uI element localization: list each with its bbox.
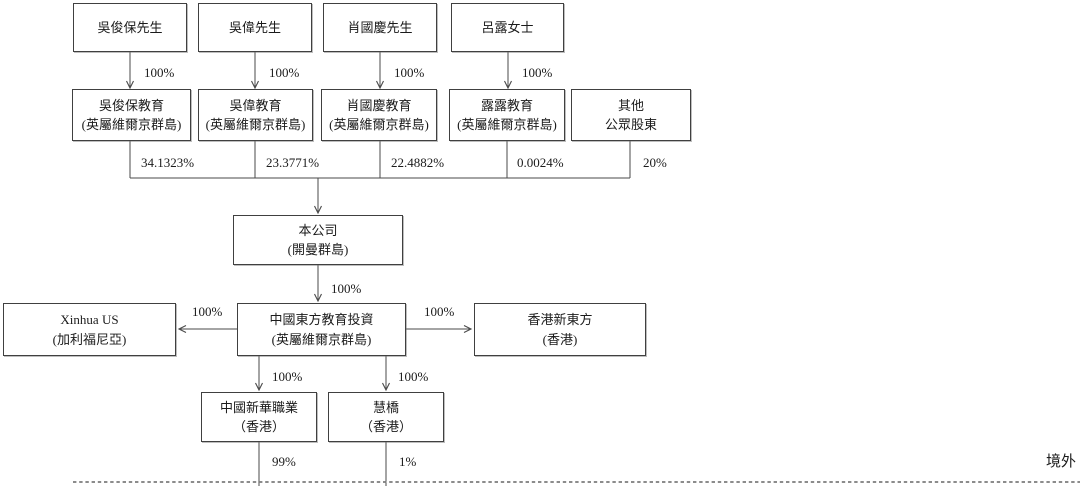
ownership-pct-label: 22.4882% bbox=[391, 155, 445, 170]
shareholder-wu-junbao-box: 吳俊保先生 bbox=[73, 3, 187, 52]
china-east-edu-investment-box: 中國東方教育投資 (英屬維爾京群島) bbox=[237, 303, 406, 356]
stake-label: 100% bbox=[192, 304, 223, 319]
stake-label: 100% bbox=[269, 65, 300, 80]
ownership-pct-label: 20% bbox=[643, 155, 667, 170]
subsidiary-jurisdiction: （香港） bbox=[232, 419, 285, 434]
stake-label: 100% bbox=[398, 369, 429, 384]
company-jurisdiction: (開曼群島) bbox=[287, 242, 349, 257]
public-shareholders-box: 其他 公眾股東 bbox=[571, 89, 691, 141]
subsidiary-jurisdiction: （香港） bbox=[359, 419, 412, 434]
xinhua-us-box: Xinhua US (加利福尼亞) bbox=[3, 303, 176, 356]
china-xinhua-vocational-box: 中國新華職業 （香港） bbox=[201, 392, 317, 442]
ownership-pct-label: 23.3771% bbox=[266, 155, 320, 170]
holdco-wu-junbao-edu-box: 吳俊保教育 (英屬維爾京群島) bbox=[72, 89, 191, 141]
subsidiary-name: 慧橋 bbox=[372, 399, 399, 415]
stake-label: 100% bbox=[424, 304, 455, 319]
stake-label: 100% bbox=[331, 281, 362, 296]
holdco-lulu-edu-box: 露露教育 (英屬維爾京群島) bbox=[449, 89, 565, 141]
hk-new-oriental-jurisdiction: (香港) bbox=[542, 331, 578, 347]
holdco-jurisdiction: (英屬維爾京群島) bbox=[329, 117, 429, 132]
ownership-pct-label: 0.0024% bbox=[517, 155, 564, 170]
hk-new-oriental-name: 香港新東方 bbox=[527, 312, 593, 327]
holdco-xiao-guoqing-edu-box: 肖國慶教育 (英屬維爾京群島) bbox=[321, 89, 437, 141]
stake-label: 100% bbox=[144, 65, 175, 80]
stake-label: 100% bbox=[272, 369, 303, 384]
xinhua-us-name: Xinhua US bbox=[60, 312, 119, 327]
holdco-name: 肖國慶教育 bbox=[346, 97, 412, 113]
investment-name: 中國東方教育投資 bbox=[269, 312, 374, 327]
shareholder-lv-lu-box: 呂露女士 bbox=[451, 3, 564, 52]
subsidiary-name: 中國新華職業 bbox=[219, 399, 298, 415]
company-box: 本公司 (開曼群島) bbox=[233, 215, 403, 265]
holdco-name: 露露教育 bbox=[480, 97, 533, 113]
shareholder-name: 呂露女士 bbox=[481, 19, 534, 35]
shareholder-xiao-guoqing-box: 肖國慶先生 bbox=[323, 3, 437, 52]
huiqiao-box: 慧橋 （香港） bbox=[328, 392, 444, 442]
xinhua-us-jurisdiction: (加利福尼亞) bbox=[52, 331, 127, 347]
stake-label: 1% bbox=[399, 454, 417, 469]
offshore-region-label: 境外 bbox=[1046, 454, 1077, 470]
stake-label: 100% bbox=[394, 65, 425, 80]
shareholder-name: 吳俊保先生 bbox=[97, 19, 163, 35]
public-shareholders-line2: 公眾股東 bbox=[604, 117, 657, 132]
company-name: 本公司 bbox=[298, 222, 338, 238]
holdco-name: 吳俊保教育 bbox=[98, 97, 164, 113]
stake-label: 100% bbox=[522, 65, 553, 80]
public-shareholders-line1: 其他 bbox=[617, 97, 644, 113]
stake-label: 99% bbox=[272, 454, 296, 469]
ownership-pct-label: 34.1323% bbox=[141, 155, 195, 170]
hk-new-oriental-box: 香港新東方 (香港) bbox=[474, 303, 646, 356]
shareholder-name: 吳偉先生 bbox=[228, 19, 281, 35]
holdco-jurisdiction: (英屬維爾京群島) bbox=[205, 117, 306, 132]
shareholder-wu-wei-box: 吳偉先生 bbox=[198, 3, 312, 52]
holdco-wu-wei-edu-box: 吳偉教育 (英屬維爾京群島) bbox=[198, 89, 313, 141]
shareholder-name: 肖國慶先生 bbox=[347, 19, 413, 35]
investment-jurisdiction: (英屬維爾京群島) bbox=[271, 331, 372, 347]
holdco-name: 吳偉教育 bbox=[229, 97, 282, 113]
holdco-jurisdiction: (英屬維爾京群島) bbox=[81, 117, 182, 132]
holdco-jurisdiction: (英屬維爾京群島) bbox=[457, 117, 557, 132]
